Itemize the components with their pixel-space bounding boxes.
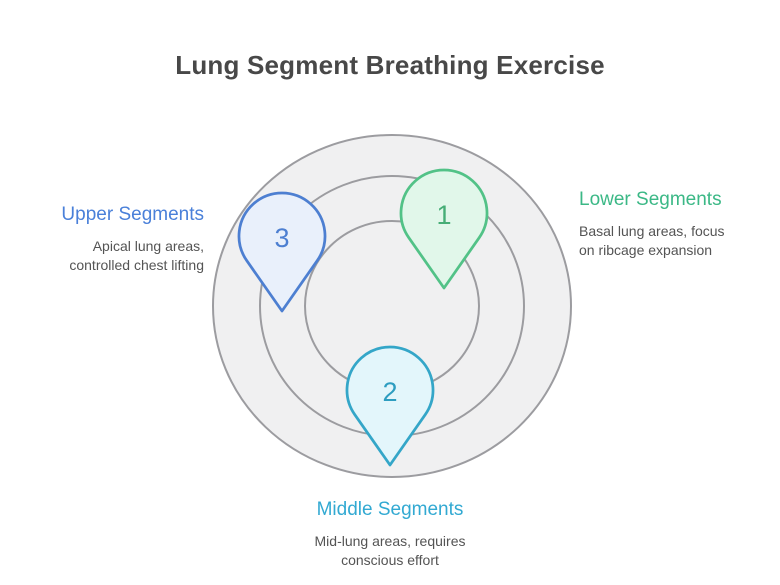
label-middle-segments: Middle Segments Mid-lung areas, requires… — [279, 498, 501, 570]
label-middle-description: Mid-lung areas, requires conscious effor… — [279, 532, 501, 570]
label-upper-description: Apical lung areas, controlled chest lift… — [0, 237, 204, 275]
label-lower-heading: Lower Segments — [579, 189, 722, 210]
marker-pin-2: 2 — [345, 345, 435, 467]
label-middle-heading: Middle Segments — [316, 499, 464, 520]
label-lower-desc-line2: on ribcage expansion — [579, 242, 713, 258]
label-lower-description: Basal lung areas, focus on ribcage expan… — [579, 222, 780, 260]
label-upper-segments: Upper Segments Apical lung areas, contro… — [0, 203, 204, 275]
label-lower-desc-line1: Basal lung areas, focus — [579, 223, 725, 239]
label-upper-desc-line2: controlled chest lifting — [69, 257, 204, 273]
label-upper-desc-line1: Apical lung areas, — [92, 238, 204, 254]
label-lower-segments: Lower Segments Basal lung areas, focus o… — [579, 188, 780, 260]
marker-pin-3: 3 — [237, 191, 327, 313]
pin-number-1: 1 — [436, 200, 451, 230]
label-middle-desc-line1: Mid-lung areas, requires — [314, 533, 466, 549]
label-upper-heading: Upper Segments — [61, 204, 204, 225]
pin-shape-2 — [345, 345, 435, 467]
pin-shape-3 — [237, 191, 327, 313]
label-middle-desc-line2: conscious effort — [341, 552, 439, 568]
marker-pin-1: 1 — [399, 168, 489, 290]
pin-shape-1 — [399, 168, 489, 290]
pin-number-3: 3 — [274, 223, 289, 253]
pin-number-2: 2 — [382, 377, 397, 407]
page-title: Lung Segment Breathing Exercise — [175, 50, 605, 80]
